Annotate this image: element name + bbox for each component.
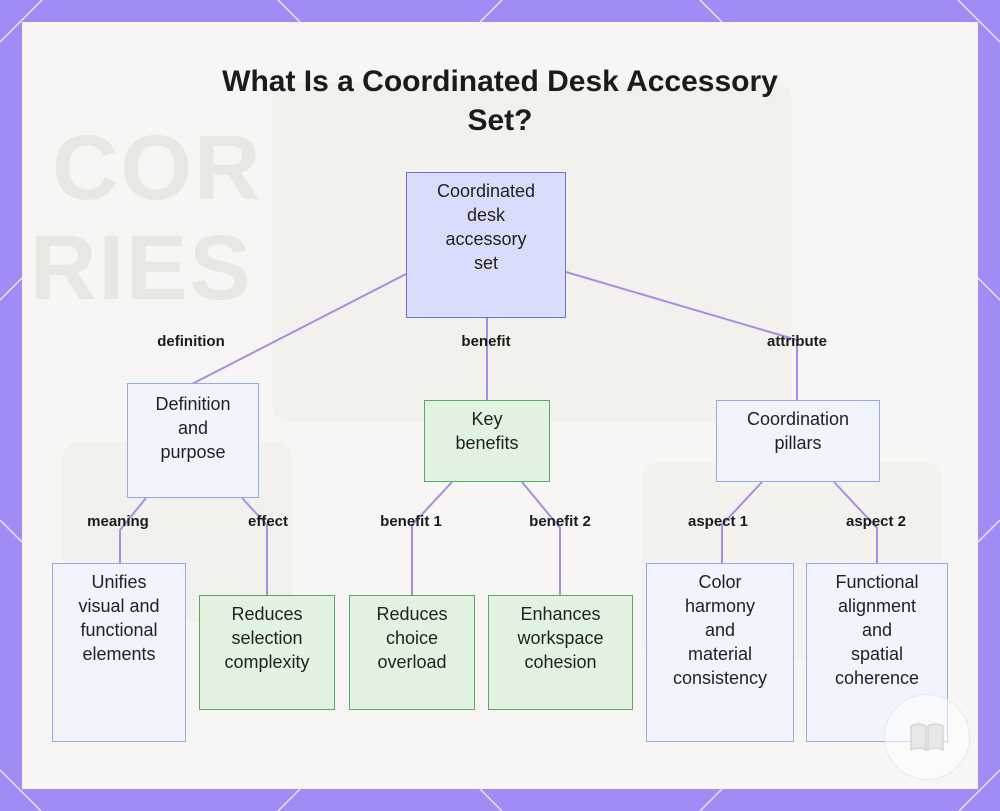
node-functional-alignment: Functional alignment and spatial coheren… [806,563,948,742]
node-color-harmony-label: Color harmony and material consistency [672,572,768,688]
edge-label-definition: definition [157,333,225,350]
node-functional-alignment-label: Functional alignment and spatial coheren… [834,572,920,688]
node-reduces-choice: Reduces choice overload [349,595,475,710]
node-definition-label: Definition and purpose [155,394,231,462]
edge-root-definition [191,273,407,385]
node-reduces-selection: Reduces selection complexity [199,595,335,710]
edge-label-meaning: meaning [87,513,149,530]
edge-pillars-color [721,481,763,563]
node-unifies: Unifies visual and functional elements [52,563,186,742]
node-root: Coordinated desk accessory set [406,172,566,318]
edge-benefits-choice [411,481,453,595]
node-unifies-label: Unifies visual and functional elements [78,572,160,664]
node-coordination-pillars: Coordination pillars [716,400,880,482]
edge-label-attribute: attribute [767,333,827,350]
node-root-label: Coordinated desk accessory set [436,181,536,273]
edge-benefits-enhances [521,481,561,595]
edge-label-benefit-1: benefit 1 [380,513,442,530]
edge-definition-selection [241,497,268,595]
book-icon [910,723,944,752]
edge-label-benefit-2: benefit 2 [529,513,591,530]
edge-label-aspect-2: aspect 2 [845,513,907,530]
watermark-badge [884,694,970,780]
node-coordination-pillars-label: Coordination pillars [746,409,850,453]
edge-label-aspect-1: aspect 1 [687,513,749,530]
node-enhances-cohesion-label: Enhances workspace cohesion [517,604,604,672]
edge-label-benefit: benefit [461,333,511,350]
edge-root-pillars [565,271,798,400]
edge-label-effect: effect [247,513,289,530]
edge-pillars-functional [833,481,878,563]
edge-definition-unifies [119,497,147,563]
background-text: RIES [30,217,253,319]
diagram-title-text: What Is a Coordinated Desk Accessory Set… [222,65,778,137]
node-color-harmony: Color harmony and material consistency [646,563,794,742]
node-reduces-choice-label: Reduces choice overload [376,604,448,672]
node-reduces-selection-label: Reduces selection complexity [224,604,310,672]
background-text: COR [52,117,263,219]
node-key-benefits: Key benefits [424,400,550,482]
node-definition: Definition and purpose [127,383,259,498]
node-key-benefits-label: Key benefits [455,409,519,453]
diagram-title: What Is a Coordinated Desk Accessory Set… [0,62,1000,140]
node-enhances-cohesion: Enhances workspace cohesion [488,595,633,710]
